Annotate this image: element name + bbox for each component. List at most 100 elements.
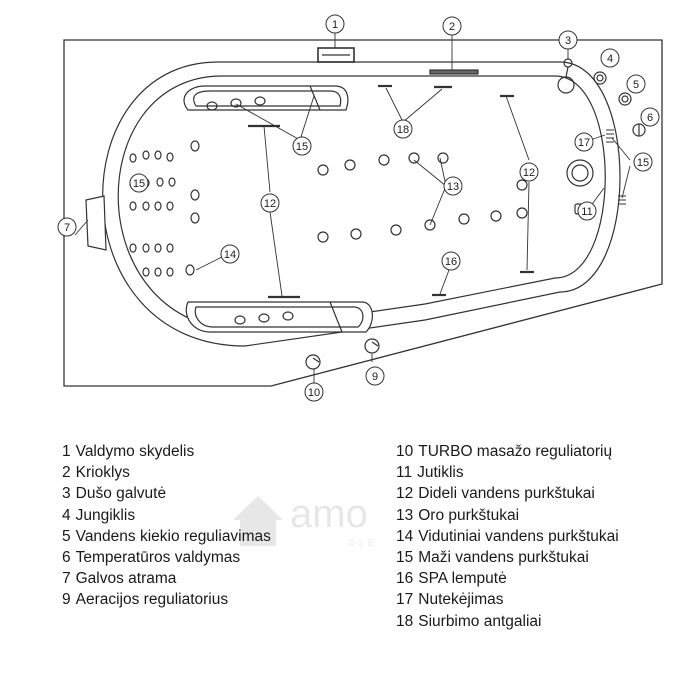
callout-7: 7: [64, 222, 70, 234]
legend-text: SPA lemputė: [418, 570, 507, 588]
callout-16: 16: [445, 256, 457, 268]
legend-number: 3: [62, 485, 71, 503]
legend-number: 14: [396, 527, 414, 545]
callout-circles: [57, 14, 660, 402]
legend-number: 5: [62, 527, 71, 545]
legend-text: Vidutiniai vandens purkštukai: [418, 527, 619, 545]
callout-13: 13: [447, 181, 459, 193]
headrest-icon: [85, 195, 107, 251]
temperature-knob-icon: [632, 123, 646, 137]
callout-15b: 15: [133, 178, 145, 190]
legend-text: Galvos atrama: [75, 570, 177, 588]
leader-lines: [74, 33, 631, 383]
callout-11: 11: [581, 206, 592, 218]
legend-text: Temperatūros valdymas: [75, 549, 241, 567]
watermark-brand: amo: [290, 492, 368, 536]
legend-number: 15: [396, 549, 414, 567]
legend-number: 9: [62, 591, 71, 609]
legend-number: 6: [62, 549, 71, 567]
callout-12a: 12: [264, 198, 276, 210]
callout-14: 14: [224, 249, 236, 261]
legend-text: Oro purkštukai: [418, 506, 520, 524]
legend-text: Vandens kiekio reguliavimas: [75, 527, 271, 545]
watermark-sub: OLE: [348, 538, 379, 548]
legend-number: 13: [396, 506, 414, 524]
callout-17: 17: [578, 137, 590, 149]
callout-10: 10: [308, 387, 320, 399]
tub-basin-outer: [102, 61, 621, 347]
legend-text: Dušo galvutė: [75, 485, 167, 503]
legend-number: 17: [396, 591, 414, 609]
callout-6: 6: [647, 112, 653, 124]
drain-icon: [566, 159, 594, 187]
bathtub-drawing: 1 2 3 4 5 6 7 9 10 11 12 12 13 14 15 15 …: [57, 14, 663, 402]
legend-text: Siurbimo antgaliai: [418, 612, 542, 630]
small-jets-armrest: [206, 96, 294, 325]
waterfall-icon: [429, 69, 479, 75]
watermark-house-icon: [233, 496, 283, 546]
callout-18: 18: [397, 124, 409, 136]
legend-text: Valdymo skydelis: [75, 443, 195, 460]
legend-text: Krioklys: [75, 464, 130, 482]
legend-text: Jungiklis: [75, 506, 136, 524]
switch-knob-icon: [593, 71, 607, 85]
legend-text: Dideli vandens purkštukai: [418, 485, 595, 503]
tub-outer-rim: [63, 39, 663, 387]
turbo-regulator-icon: [305, 354, 321, 370]
large-water-jets: [248, 94, 534, 299]
legend-number: 4: [62, 506, 71, 524]
legend-number: 10: [396, 443, 414, 460]
callout-15a: 15: [296, 141, 308, 153]
air-jets: [317, 152, 528, 243]
callout-5: 5: [633, 79, 639, 91]
callout-15c: 15: [637, 157, 649, 169]
legend-text: Jutiklis: [417, 464, 464, 482]
legend-number: 18: [396, 612, 414, 630]
callout-9: 9: [372, 371, 378, 383]
callout-12b: 12: [523, 167, 535, 179]
legend-number: 16: [396, 570, 414, 588]
volume-knob-icon: [618, 92, 632, 106]
callout-numbers: 1 2 3 4 5 6 7 9 10 11 12 12 13 14 15 15 …: [64, 19, 653, 399]
small-jets-head: [129, 150, 176, 277]
control-panel-icon: [317, 47, 355, 63]
tub-basin-inner: [117, 75, 606, 331]
bathtub-diagram: 1 2 3 4 5 6 7 9 10 11 12 12 13 14 15 15 …: [57, 14, 663, 402]
armrest-bottom: [185, 301, 373, 333]
legend-text: Nutekėjimas: [418, 591, 504, 609]
watermark: amo OLE: [228, 490, 408, 560]
callout-4: 4: [607, 53, 613, 65]
small-jets-right: [606, 129, 626, 205]
callout-2: 2: [449, 21, 455, 33]
callout-1: 1: [332, 19, 338, 31]
armrest-top: [183, 85, 349, 111]
legend-number: 1: [62, 443, 71, 460]
callout-3: 3: [565, 35, 571, 47]
legend-number: 7: [62, 570, 71, 588]
medium-jets: [185, 140, 200, 276]
legend-text: TURBO masažo reguliatorių: [418, 443, 613, 460]
suction-fittings: [378, 84, 452, 89]
legend-text: Aeracijos reguliatorius: [75, 591, 229, 609]
aeration-regulator-icon: [364, 338, 380, 354]
legend-number: 2: [62, 464, 71, 482]
